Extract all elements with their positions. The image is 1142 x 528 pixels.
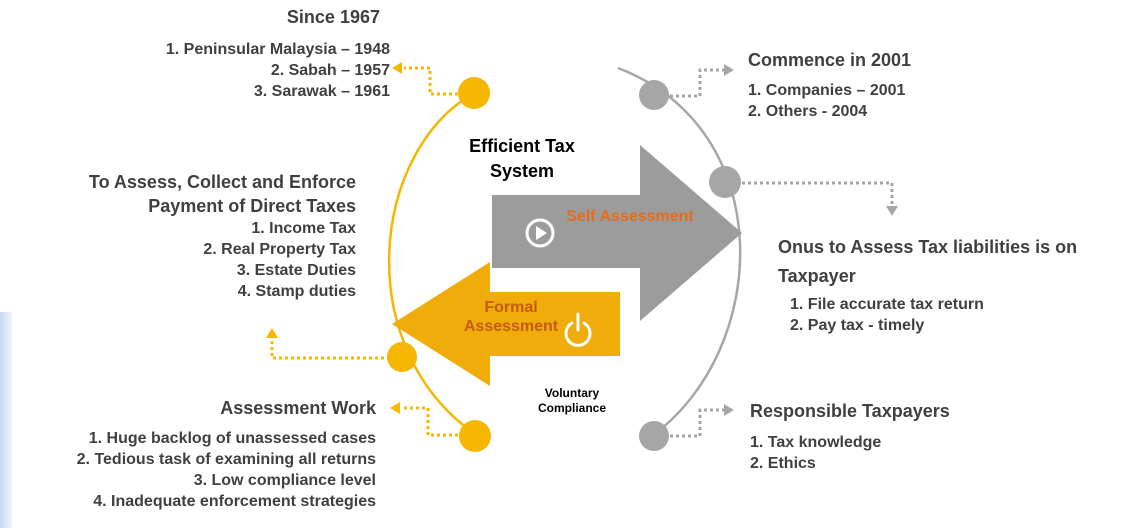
connector-commence-arrowhead xyxy=(724,64,734,76)
responsible-heading: Responsible Taxpayers xyxy=(750,401,950,421)
work-item: 4. Inadequate enforcement strategies xyxy=(93,493,376,510)
since-item: 3. Sarawak – 1961 xyxy=(253,83,390,100)
formal-assessment-label: Formal Assessment xyxy=(463,299,559,335)
connector-commence xyxy=(670,68,724,98)
center-footer: Voluntary Compliance xyxy=(537,386,606,415)
assess-heading-line2: Payment of Direct Taxes xyxy=(148,196,356,216)
connector-work-arrowhead xyxy=(390,402,400,414)
work-heading: Assessment Work xyxy=(220,398,376,418)
left-arc xyxy=(388,90,479,438)
since-item: 1. Peninsular Malaysia – 1948 xyxy=(165,41,390,58)
responsible-item: 1. Tax knowledge xyxy=(750,434,882,451)
connector-responsible xyxy=(670,408,724,438)
connector-assess-arrowhead xyxy=(266,328,278,338)
responsible-block: Responsible Taxpayers 1. Tax knowledge 2… xyxy=(750,399,1050,474)
onus-item: 2. Pay tax - timely xyxy=(790,317,925,334)
dot-onus xyxy=(709,166,741,198)
connector-onus xyxy=(742,181,894,206)
work-item: 2. Tedious task of examining all returns xyxy=(76,451,376,468)
connector-work xyxy=(402,406,458,437)
commence-heading: Commence in 2001 xyxy=(748,50,912,70)
power-icon xyxy=(564,312,592,347)
connector-since xyxy=(404,66,458,96)
connector-since-arrowhead xyxy=(392,62,402,74)
dot-responsible xyxy=(639,421,669,451)
formal-assessment-arrow xyxy=(392,262,620,386)
right-arc xyxy=(617,66,742,438)
dot-commence xyxy=(639,80,669,110)
work-item: 1. Huge backlog of unassessed cases xyxy=(88,430,376,447)
onus-heading-line2: Taxpayer xyxy=(778,266,856,286)
assess-heading-line1: To Assess, Collect and Enforce xyxy=(88,172,356,192)
commence-block: Commence in 2001 1. Companies – 2001 2. … xyxy=(748,48,1048,122)
since-item: 2. Sabah – 1957 xyxy=(270,62,390,79)
onus-item: 1. File accurate tax return xyxy=(790,296,984,313)
onus-block: Onus to Assess Tax liabilities is on Tax… xyxy=(778,235,1138,336)
center-title: Efficient Tax System xyxy=(469,136,575,181)
connector-assess xyxy=(270,338,390,360)
assess-item: 3. Estate Duties xyxy=(236,262,356,279)
connector-onus-arrowhead xyxy=(886,206,898,216)
commence-item: 1. Companies – 2001 xyxy=(748,82,906,99)
commence-item: 2. Others - 2004 xyxy=(748,103,868,120)
responsible-item: 2. Ethics xyxy=(750,455,816,472)
self-assessment-arrow xyxy=(492,145,742,321)
onus-heading-line1: Onus to Assess Tax liabilities is on xyxy=(778,237,1078,257)
work-item: 3. Low compliance level xyxy=(193,472,376,489)
dot-work xyxy=(459,420,491,452)
assess-item: 4. Stamp duties xyxy=(237,283,356,300)
since-heading: Since 1967 xyxy=(286,7,380,27)
assess-item: 1. Income Tax xyxy=(251,220,356,237)
assess-block: To Assess, Collect and Enforce Payment o… xyxy=(0,170,356,302)
connector-responsible-arrowhead xyxy=(724,404,734,416)
play-circle-icon xyxy=(525,218,555,248)
assess-item: 2. Real Property Tax xyxy=(203,241,356,258)
dot-since xyxy=(458,77,490,109)
side-decoration-strip xyxy=(0,312,12,528)
self-assessment-label: Self Assessment xyxy=(566,208,694,225)
dot-assess xyxy=(387,342,417,372)
work-block: Assessment Work 1. Huge backlog of unass… xyxy=(0,396,376,512)
since-block: Since 1967 1. Peninsular Malaysia – 1948… xyxy=(60,5,390,102)
